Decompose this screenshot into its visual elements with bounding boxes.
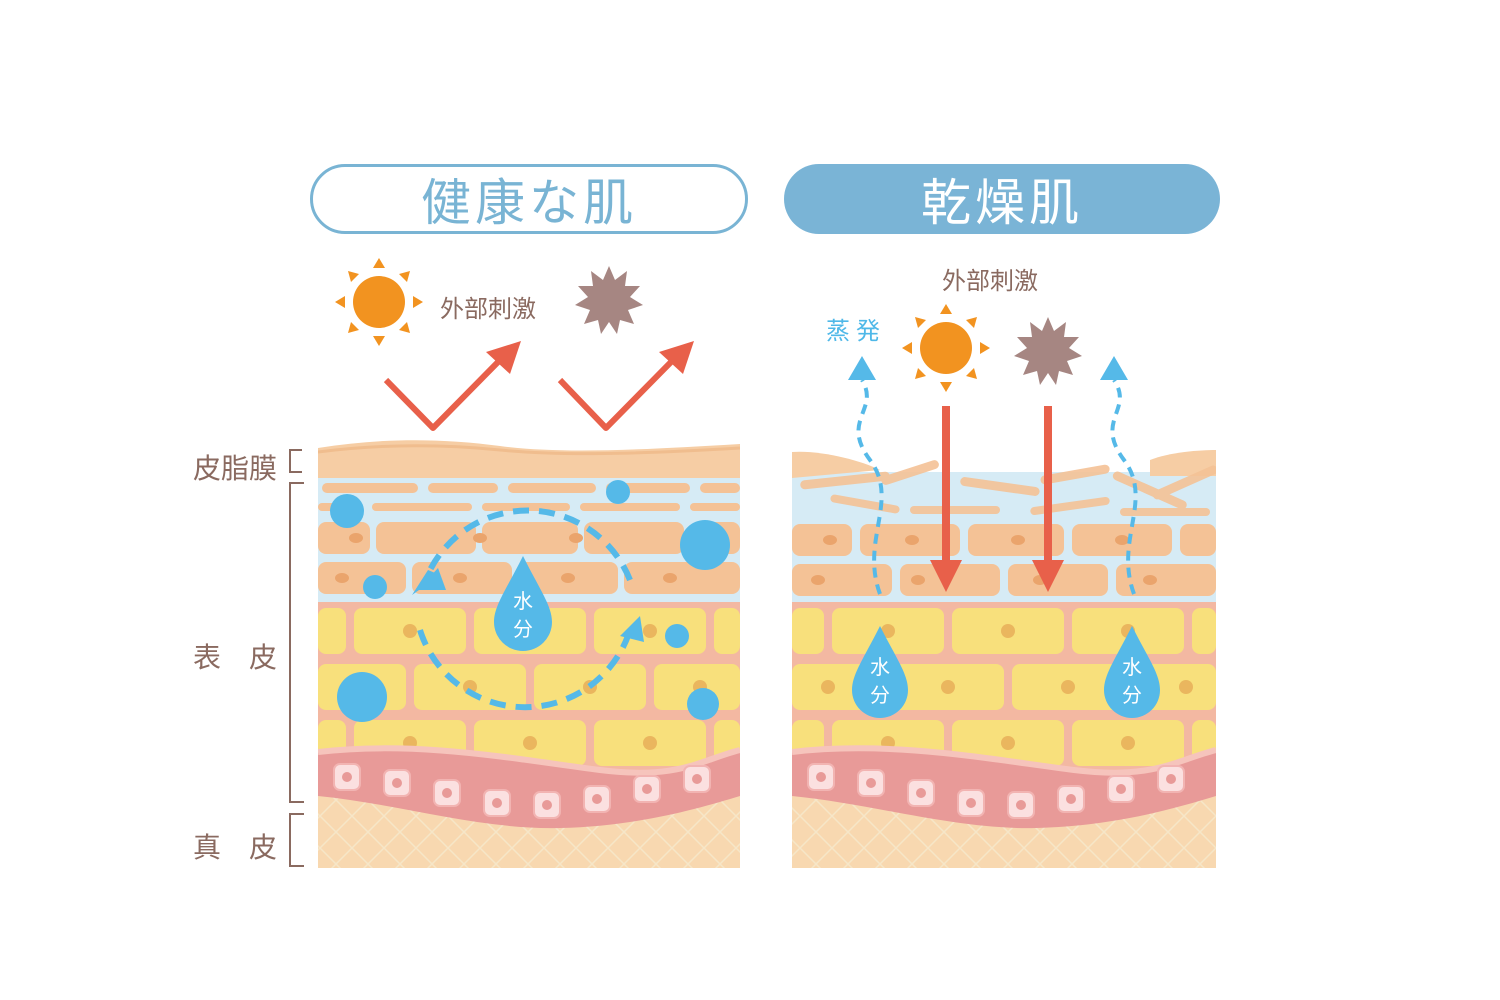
evaporation-arrow-icon	[856, 378, 1138, 595]
sebum-layer-label: 皮脂膜	[193, 452, 278, 485]
water-drop-icon: 水 分	[494, 556, 552, 651]
water-drop-text-2: 分	[513, 617, 533, 641]
dry-skin-panel	[792, 450, 1216, 868]
healthy-skin-panel	[318, 440, 740, 868]
moisture-bubbles	[330, 480, 730, 722]
water-drop-text-1: 水	[513, 589, 533, 613]
dermis-label: 真 皮	[193, 831, 278, 864]
circulation-arrows	[417, 507, 633, 711]
svg-text:分: 分	[870, 683, 890, 707]
irritant-icon	[575, 266, 643, 334]
healthy-stimulus-label: 外部刺激	[440, 295, 536, 323]
sun-icon	[902, 304, 990, 392]
deflect-arrow-icon	[383, 357, 676, 431]
irritant-icon	[1014, 317, 1082, 385]
water-drop-icon: 水 分	[1104, 626, 1160, 718]
sebum-membrane	[318, 440, 740, 478]
evaporation-label: 蒸発	[826, 317, 886, 345]
sun-icon	[335, 258, 423, 346]
dry-skin-title: 乾燥肌	[784, 164, 1220, 234]
svg-text:分: 分	[1122, 683, 1142, 707]
basal-layer	[318, 748, 740, 829]
svg-text:水: 水	[870, 655, 890, 679]
healthy-skin-title: 健康な肌	[310, 164, 748, 234]
water-drop-icon: 水 分	[852, 626, 908, 718]
epidermis-label: 表 皮	[193, 641, 278, 674]
penetrate-arrow-icon	[930, 406, 1064, 592]
layer-brackets	[289, 449, 304, 867]
dry-stimulus-label: 外部刺激	[942, 267, 1038, 295]
svg-text:水: 水	[1122, 655, 1142, 679]
